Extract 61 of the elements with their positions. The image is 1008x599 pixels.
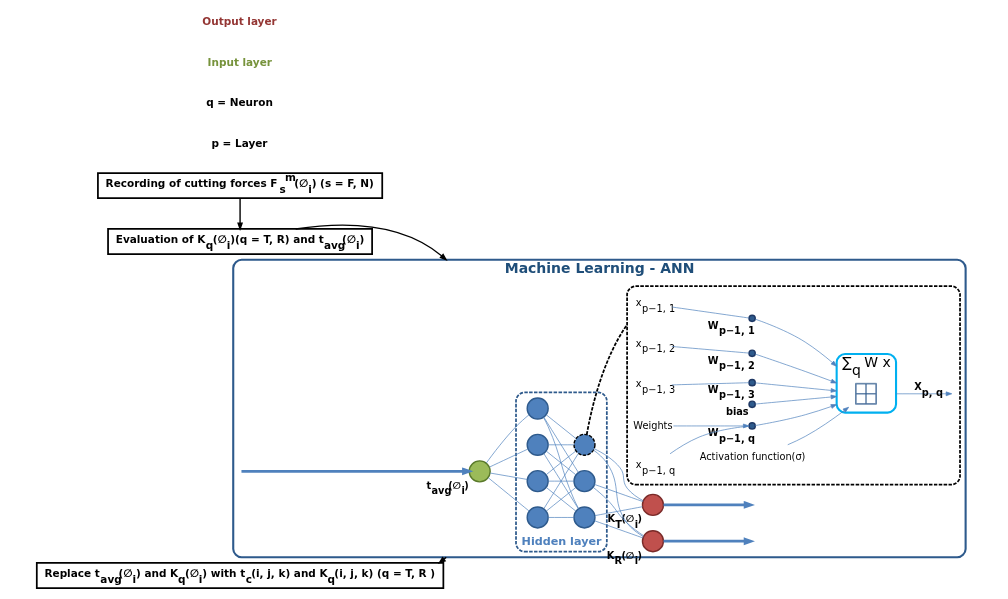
node-circle [748,349,756,358]
node-circle [748,378,756,387]
connector [545,414,577,439]
node-circle [641,493,665,517]
connector [594,506,643,516]
connector [594,484,644,502]
connector [594,520,644,539]
arrow [895,391,953,397]
connector [543,453,579,510]
node-circle [526,469,549,493]
cluster [626,285,961,486]
connector [545,487,577,512]
connector [669,425,750,455]
node-text: Activation function(σ) [699,450,806,462]
label: Input layer [207,55,272,68]
arrow [787,406,849,446]
connector [545,450,577,476]
connector [594,448,644,502]
connector [485,414,530,464]
arrow [673,423,750,429]
node-circle [573,506,596,529]
connector [543,417,579,509]
arrow [754,353,837,384]
connector [671,306,750,319]
arrow [755,382,837,393]
arrow [755,394,837,405]
connector [547,444,575,446]
arrow [663,537,755,546]
label: p = Layer [211,136,268,149]
node-circle [641,530,665,553]
connector [489,448,529,468]
label: Output layer [202,15,277,28]
node-circle [526,506,549,529]
cluster: Hidden layer [515,391,608,553]
node-circle [526,397,549,420]
node-label: bias [725,405,749,417]
node-text: Weights [633,419,673,431]
connector [592,486,645,537]
connector [671,382,750,386]
arrow [295,224,448,262]
arrow [755,318,837,367]
node-circle [748,400,756,409]
connector [547,480,575,482]
connector [487,477,530,512]
node-circle [748,422,756,430]
arrow [237,197,244,231]
connector [543,416,579,473]
node-circle [573,469,596,493]
label: q = Neuron [206,96,273,109]
connector [585,323,628,436]
arrow [663,500,755,509]
connector [593,449,644,538]
connector [671,346,750,354]
connector [547,517,575,518]
arrow [241,467,474,476]
arrow [754,404,837,426]
node-circle [526,433,549,456]
connector [489,472,528,480]
node-circle [748,314,756,323]
node-circle [573,433,596,456]
node-circle [468,460,491,483]
